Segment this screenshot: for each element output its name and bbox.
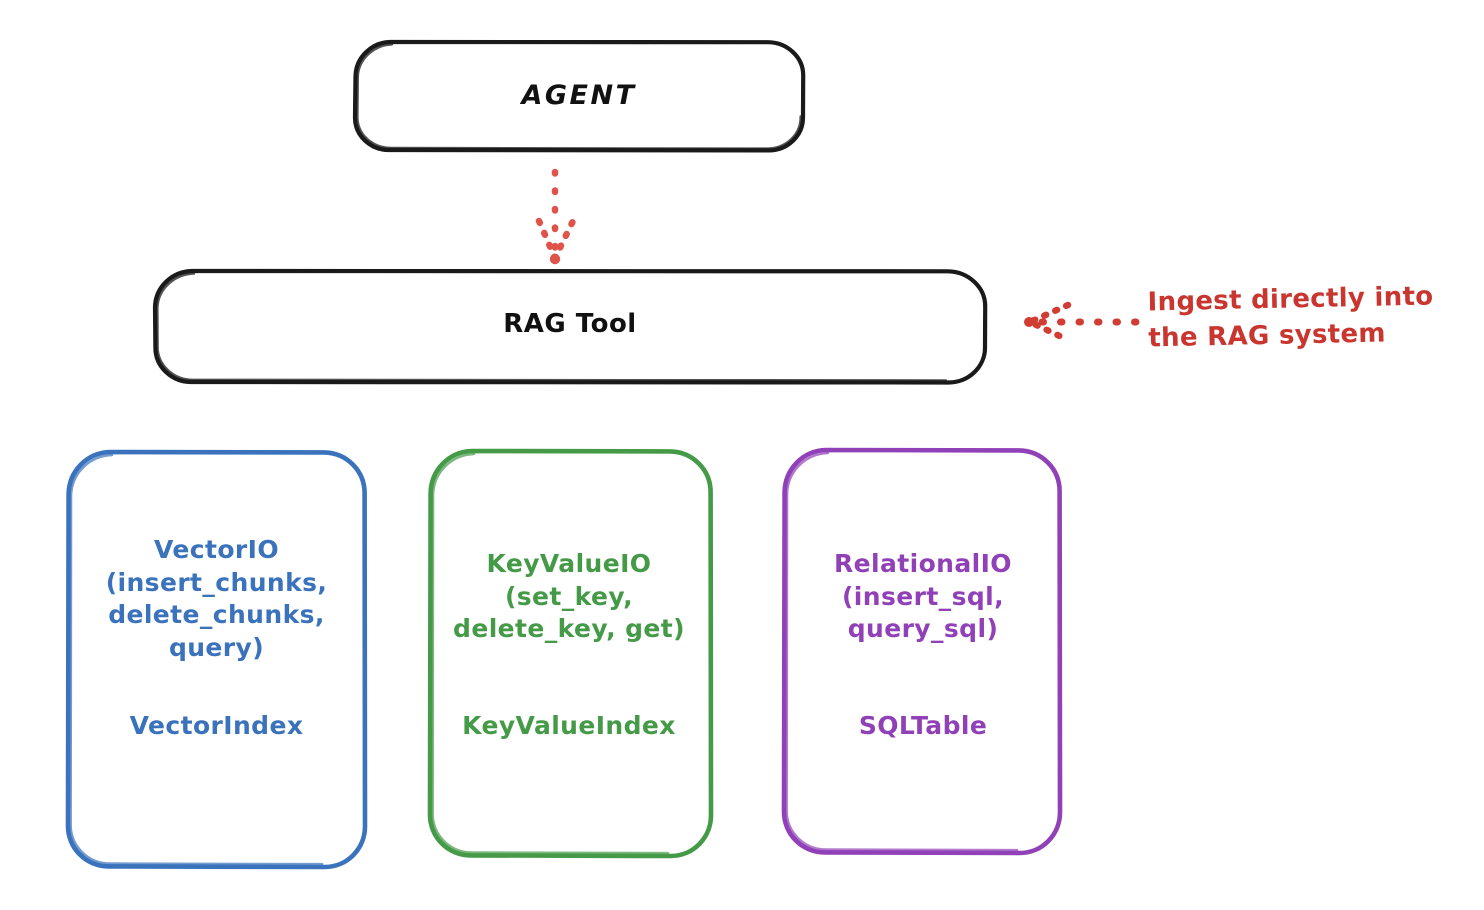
agent-box-outline: [352, 39, 806, 153]
ingest-arrowhead: [1026, 301, 1072, 343]
ingest-arrow: [1024, 301, 1140, 343]
rag-tool-box-sketch-overlay: [156, 272, 948, 382]
rag-tool-box-outline: [152, 268, 988, 385]
agent-box-sketch-overlay: [356, 43, 802, 150]
vector-store-box-outline: [65, 449, 368, 870]
ingest-arrow-tip: [1024, 317, 1034, 327]
vector-store-box-sketch-overlay: [69, 453, 324, 866]
keyvalue-store-box-outline: [427, 448, 714, 859]
agent-to-rag-arrow-tip: [549, 253, 561, 265]
vector-store-node[interactable]: [65, 449, 368, 870]
relational-store-box-outline: [781, 447, 1063, 856]
keyvalue-store-node[interactable]: [427, 448, 714, 859]
relational-store-node[interactable]: [781, 447, 1063, 856]
agent-node[interactable]: [352, 39, 806, 153]
keyvalue-store-box-sketch-overlay: [431, 452, 670, 855]
agent-to-rag-arrow: [535, 168, 577, 265]
rag-tool-node[interactable]: [152, 268, 988, 385]
relational-store-box-sketch-overlay: [785, 451, 1019, 852]
